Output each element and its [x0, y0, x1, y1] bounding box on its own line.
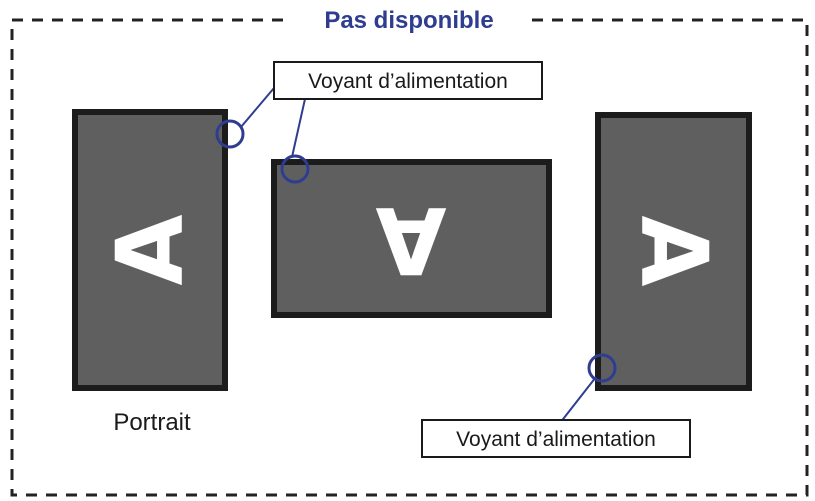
monitor-portrait-left-body — [72, 109, 228, 391]
monitor-portrait-left: A — [72, 109, 228, 391]
power-indicator-right-monitor — [587, 353, 617, 383]
power-indicator-middle-monitor — [280, 154, 310, 184]
callout-bottom: Voyant d’alimentation — [421, 419, 691, 458]
portrait-caption: Portrait — [113, 409, 191, 436]
monitor-portrait-right-glyph: A — [621, 215, 728, 286]
power-indicator-left-monitor — [215, 119, 245, 149]
callout-top-label: Voyant d’alimentation — [308, 70, 508, 93]
callout-top: Voyant d’alimentation — [273, 61, 543, 100]
leader-line-right-monitor — [559, 376, 597, 424]
leader-line-middle-monitor — [291, 98, 306, 158]
leader-line-left-monitor — [240, 87, 275, 128]
callout-bottom-box — [421, 419, 691, 458]
monitor-portrait-left-glyph: A — [97, 214, 204, 285]
title-background — [292, 4, 526, 36]
callout-bottom-label: Voyant d’alimentation — [456, 428, 656, 451]
dashed-frame — [10, 18, 809, 497]
monitor-portrait-right-body — [595, 112, 752, 391]
diagram-title: Pas disponible — [324, 7, 493, 34]
monitor-landscape-inverted: A — [271, 159, 552, 318]
monitor-portrait-right: A — [595, 112, 752, 391]
monitor-landscape-inverted-body — [271, 159, 552, 318]
callout-top-box — [273, 61, 543, 100]
monitor-landscape-inverted-glyph: A — [375, 187, 446, 294]
